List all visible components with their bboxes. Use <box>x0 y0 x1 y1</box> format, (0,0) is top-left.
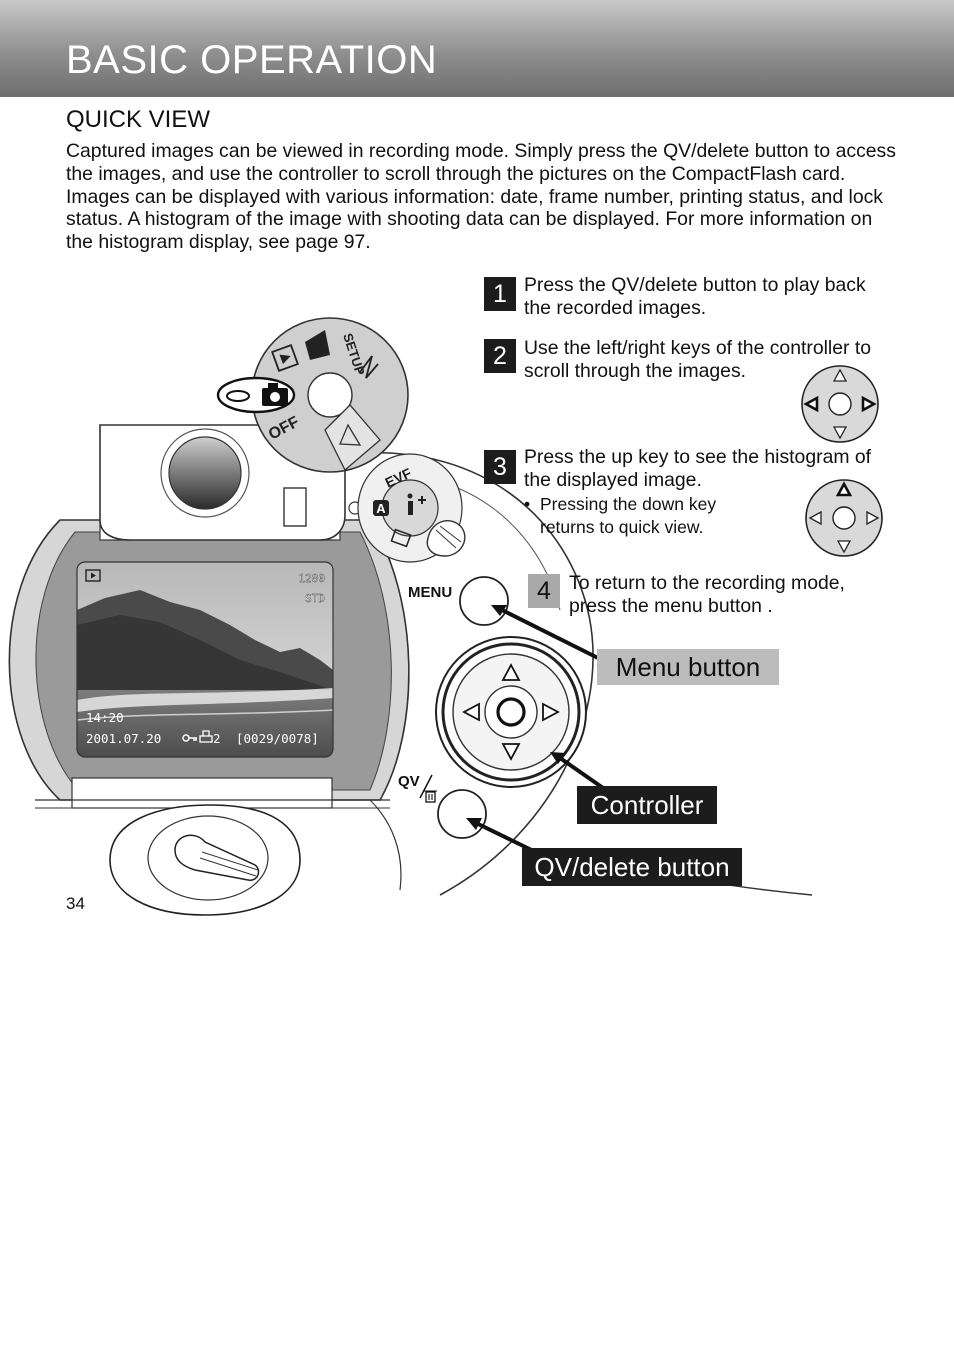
intro-paragraph: Captured images can be viewed in recordi… <box>66 140 896 254</box>
step-3-bullet: Pressing the down key returns to quick v… <box>540 494 717 537</box>
osd-resolution: 1280 <box>299 572 326 585</box>
bullet-marker: • <box>524 494 531 514</box>
menu-button-label: Menu button <box>597 649 779 685</box>
step-3-number: 3 <box>484 450 516 484</box>
evf-switch: EVF A <box>348 453 466 563</box>
step-4-text: To return to the recording mode, press t… <box>569 572 845 617</box>
dial-data-transfer-icon <box>359 355 379 379</box>
eyecup-tab <box>283 487 307 527</box>
step-1-number: 1 <box>484 277 516 311</box>
controller-label: Controller <box>577 786 717 824</box>
controller-diagram-up-down <box>805 479 883 557</box>
osd-frame-counter: [0029/0078] <box>236 731 319 746</box>
camera-icon <box>262 383 288 406</box>
qv-delete-button-label: QV/delete button <box>522 848 742 886</box>
osd-date: 2001.07.20 <box>86 731 161 746</box>
controller[interactable] <box>435 636 587 788</box>
viewfinder-lens <box>168 436 242 510</box>
menu-marking: MENU <box>408 584 452 601</box>
controller-center-button[interactable] <box>496 697 526 727</box>
qv-marking: QV <box>398 773 420 790</box>
osd-time: 14:20 <box>86 710 124 725</box>
step-1-text: Press the QV/delete button to play back … <box>524 274 866 319</box>
up-arrow-icon[interactable] <box>501 663 521 681</box>
info-icon <box>407 493 413 499</box>
step-2-text: Use the left/right keys of the controlle… <box>524 337 872 382</box>
switch-auto-label: A <box>376 501 386 516</box>
playback-mode-icon <box>85 569 101 582</box>
left-arrow-icon[interactable] <box>462 702 480 722</box>
dial-movie-camera-icon <box>305 330 330 360</box>
trash-icon <box>424 790 437 803</box>
lcd-screen <box>77 562 333 757</box>
qv-delete-button[interactable] <box>437 789 487 839</box>
page-number: 34 <box>66 894 85 913</box>
step-3-text: Press the up key to see the histogram of… <box>524 446 872 491</box>
header-bar: BASIC OPERATION <box>0 0 954 97</box>
camera-illustration: 1280 STD 14:20 2001.07.20 2 [0029/0078] … <box>8 317 883 916</box>
osd-quality: STD <box>305 592 325 605</box>
mode-dial: SETUP OFF <box>251 317 409 473</box>
body-outline <box>339 451 594 896</box>
page-title: BASIC OPERATION <box>66 38 438 82</box>
step-2-number: 2 <box>484 339 516 373</box>
dial-playback-icon <box>339 423 362 446</box>
right-arrow-icon[interactable] <box>542 702 560 722</box>
down-arrow-icon[interactable] <box>501 743 521 761</box>
menu-button[interactable] <box>459 576 509 626</box>
section-title: QUICK VIEW <box>66 106 211 133</box>
lcd-icon <box>390 528 412 548</box>
controller-diagram-left-right <box>801 365 879 443</box>
lock-icon <box>182 734 197 742</box>
print-icon <box>199 730 213 743</box>
strap-lug <box>109 804 301 916</box>
step-4-number: 4 <box>528 574 560 608</box>
dial-movie-icon <box>271 344 299 372</box>
osd-print-count: 2 <box>213 731 221 746</box>
